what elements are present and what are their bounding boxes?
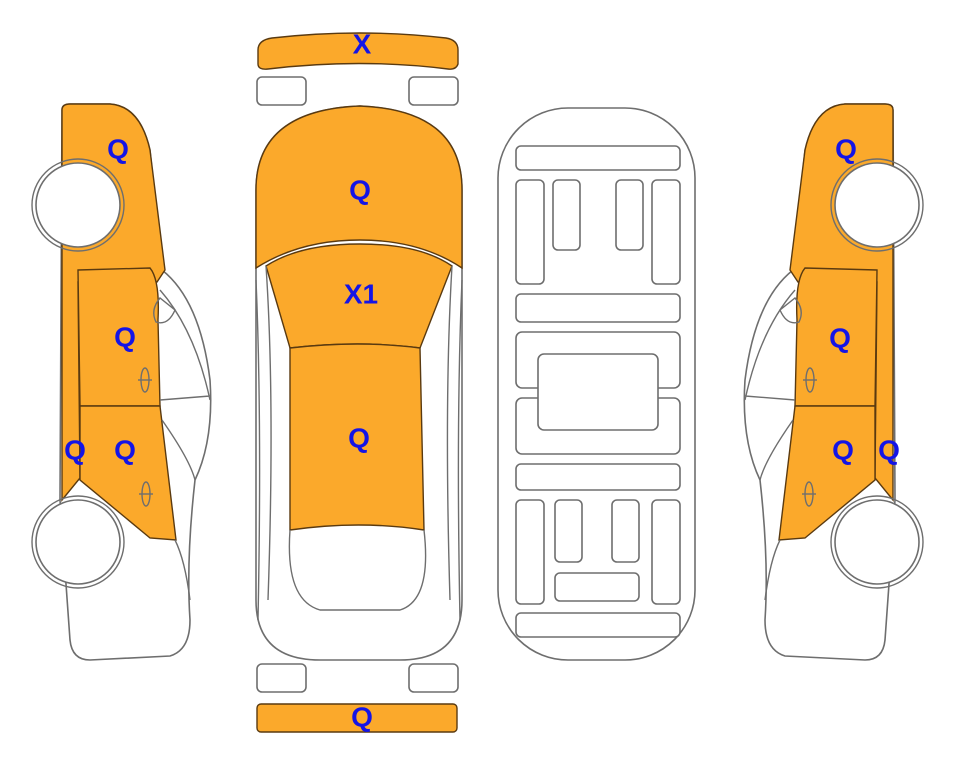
chassis-panel (515, 612, 681, 638)
chassis-panel (515, 293, 681, 323)
label-left-rear-door: Q (114, 434, 136, 465)
chassis-panel (611, 499, 640, 563)
label-left-fender: Q (107, 133, 129, 164)
label-right-fender: Q (835, 133, 857, 164)
underside-view (497, 107, 696, 661)
label-windshield: X1 (344, 278, 378, 309)
chassis-panel (651, 179, 681, 285)
chassis-panel (515, 499, 545, 605)
label-rear-bumper: Q (351, 701, 373, 732)
label-left-rocker: Q (64, 434, 86, 465)
front-left-light (256, 76, 307, 106)
chassis-panel (515, 179, 545, 285)
label-front-bumper: X (353, 28, 372, 59)
chassis-panel (554, 499, 583, 563)
chassis-panel (651, 499, 681, 605)
left-pillar-line (255, 265, 272, 621)
chassis-panel (515, 145, 681, 171)
label-hood: Q (349, 174, 371, 205)
chassis-center-panel (537, 353, 659, 431)
label-right-rear-door: Q (832, 434, 854, 465)
rear-window-line (288, 529, 427, 611)
chassis-panel (552, 179, 581, 251)
hood-part[interactable] (255, 105, 463, 270)
rear-left-light (256, 663, 307, 693)
top-view: X Q X1 Q Q (255, 28, 463, 733)
chassis-panel (515, 463, 681, 491)
label-right-rocker: Q (878, 434, 900, 465)
right-pillar-line (446, 265, 463, 621)
rear-bumper-part[interactable] (256, 703, 458, 733)
label-roof: Q (348, 422, 370, 453)
front-right-light (408, 76, 459, 106)
chassis-panel (615, 179, 644, 251)
rear-right-light (408, 663, 459, 693)
chassis-panel (554, 572, 640, 602)
label-right-front-door: Q (829, 322, 851, 353)
front-bumper-part[interactable] (257, 32, 459, 70)
left-side-view[interactable]: Q Q Q Q (31, 103, 212, 661)
right-side-view[interactable]: Q Q Q Q (743, 103, 924, 661)
label-left-front-door: Q (114, 321, 136, 352)
